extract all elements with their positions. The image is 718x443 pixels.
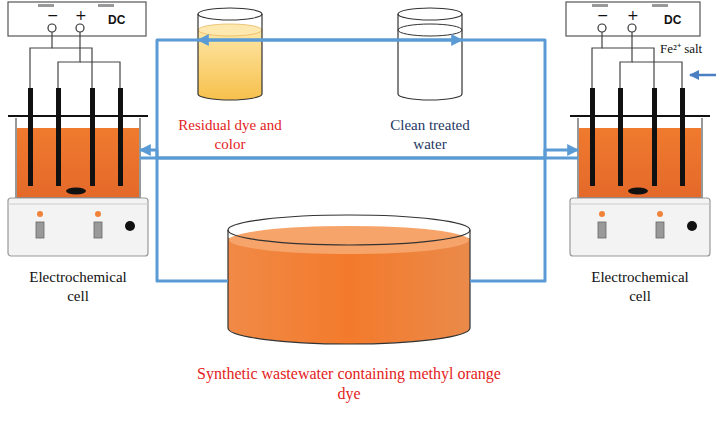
cell-node: Electrochemical cell [578,118,702,198]
tank-node: Synthetic wastewater containing methyl o… [228,216,470,346]
wastewater-tank [228,215,470,344]
flow-arrow [157,40,578,158]
terminal-sign: − [597,7,609,23]
node-label: Residual dye and color [175,116,285,154]
flow-arrow [140,150,228,281]
flow-arrow [140,40,545,158]
node-label: Clean treated water [375,116,485,154]
clean-beaker [398,8,462,100]
reagent-label: Fe²⁺ salt [660,39,702,57]
flow-arrow [470,150,578,281]
beaker-node: Clean treated water [398,8,462,100]
supply-label: DC [108,13,125,27]
beaker-node: Residual dye and color [198,8,262,100]
node-label: Synthetic wastewater containing methyl o… [184,364,514,404]
terminal-sign: + [627,7,639,23]
node-label: Electrochemical cell [18,268,138,306]
right-cell-apparatus [566,2,716,256]
supply-label: DC [664,13,681,27]
cell-node: Electrochemical cell [16,118,140,198]
left-cell-apparatus [8,2,148,256]
terminal-sign: − [47,7,59,23]
node-label: Electrochemical cell [580,268,700,306]
terminal-sign: + [75,7,87,23]
residual-beaker [198,8,262,100]
